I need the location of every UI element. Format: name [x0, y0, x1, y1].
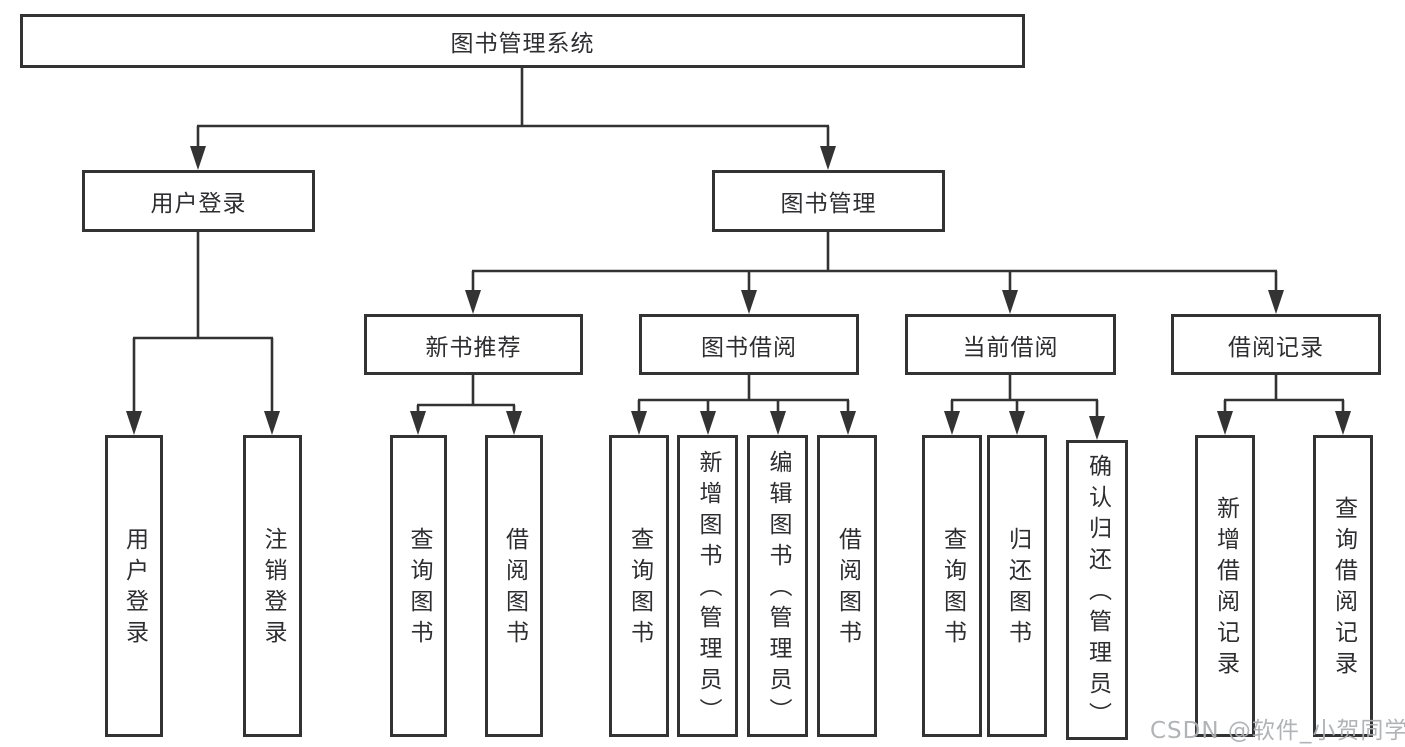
leaf-add-borrow-record: 新增借阅记录: [1195, 435, 1255, 737]
leaf-query-books-rec: 查询图书: [390, 435, 447, 737]
node-current-borrowing: 当前借阅: [905, 314, 1116, 375]
csdn-watermark: CSDN @软件_小贺同学: [1150, 718, 1405, 744]
leaf-query-books-borrow: 查询图书: [609, 435, 669, 737]
node-new-book-recommendation: 新书推荐: [364, 314, 583, 375]
node-borrowing-records: 借阅记录: [1171, 314, 1381, 375]
arrow-down-icons: [126, 146, 1351, 440]
leaf-return-books: 归还图书: [987, 435, 1047, 737]
leaf-query-books-current: 查询图书: [922, 435, 982, 737]
leaf-user-login: 用户登录: [105, 435, 163, 737]
leaf-query-borrow-record: 查询借阅记录: [1313, 435, 1373, 737]
leaf-logout: 注销登录: [243, 435, 302, 737]
node-library-management-system: 图书管理系统: [20, 14, 1025, 68]
leaf-borrow-books: 借阅图书: [817, 435, 877, 737]
node-user-login: 用户登录: [82, 170, 315, 232]
leaf-confirm-return-admin: 确认归还（管理员）: [1066, 440, 1128, 740]
leaf-borrow-books-rec: 借阅图书: [485, 435, 543, 737]
node-book-borrowing: 图书借阅: [639, 314, 859, 375]
node-book-management: 图书管理: [712, 170, 945, 232]
leaf-edit-books-admin: 编辑图书（管理员）: [747, 435, 808, 737]
leaf-add-books-admin: 新增图书（管理员）: [677, 435, 738, 737]
